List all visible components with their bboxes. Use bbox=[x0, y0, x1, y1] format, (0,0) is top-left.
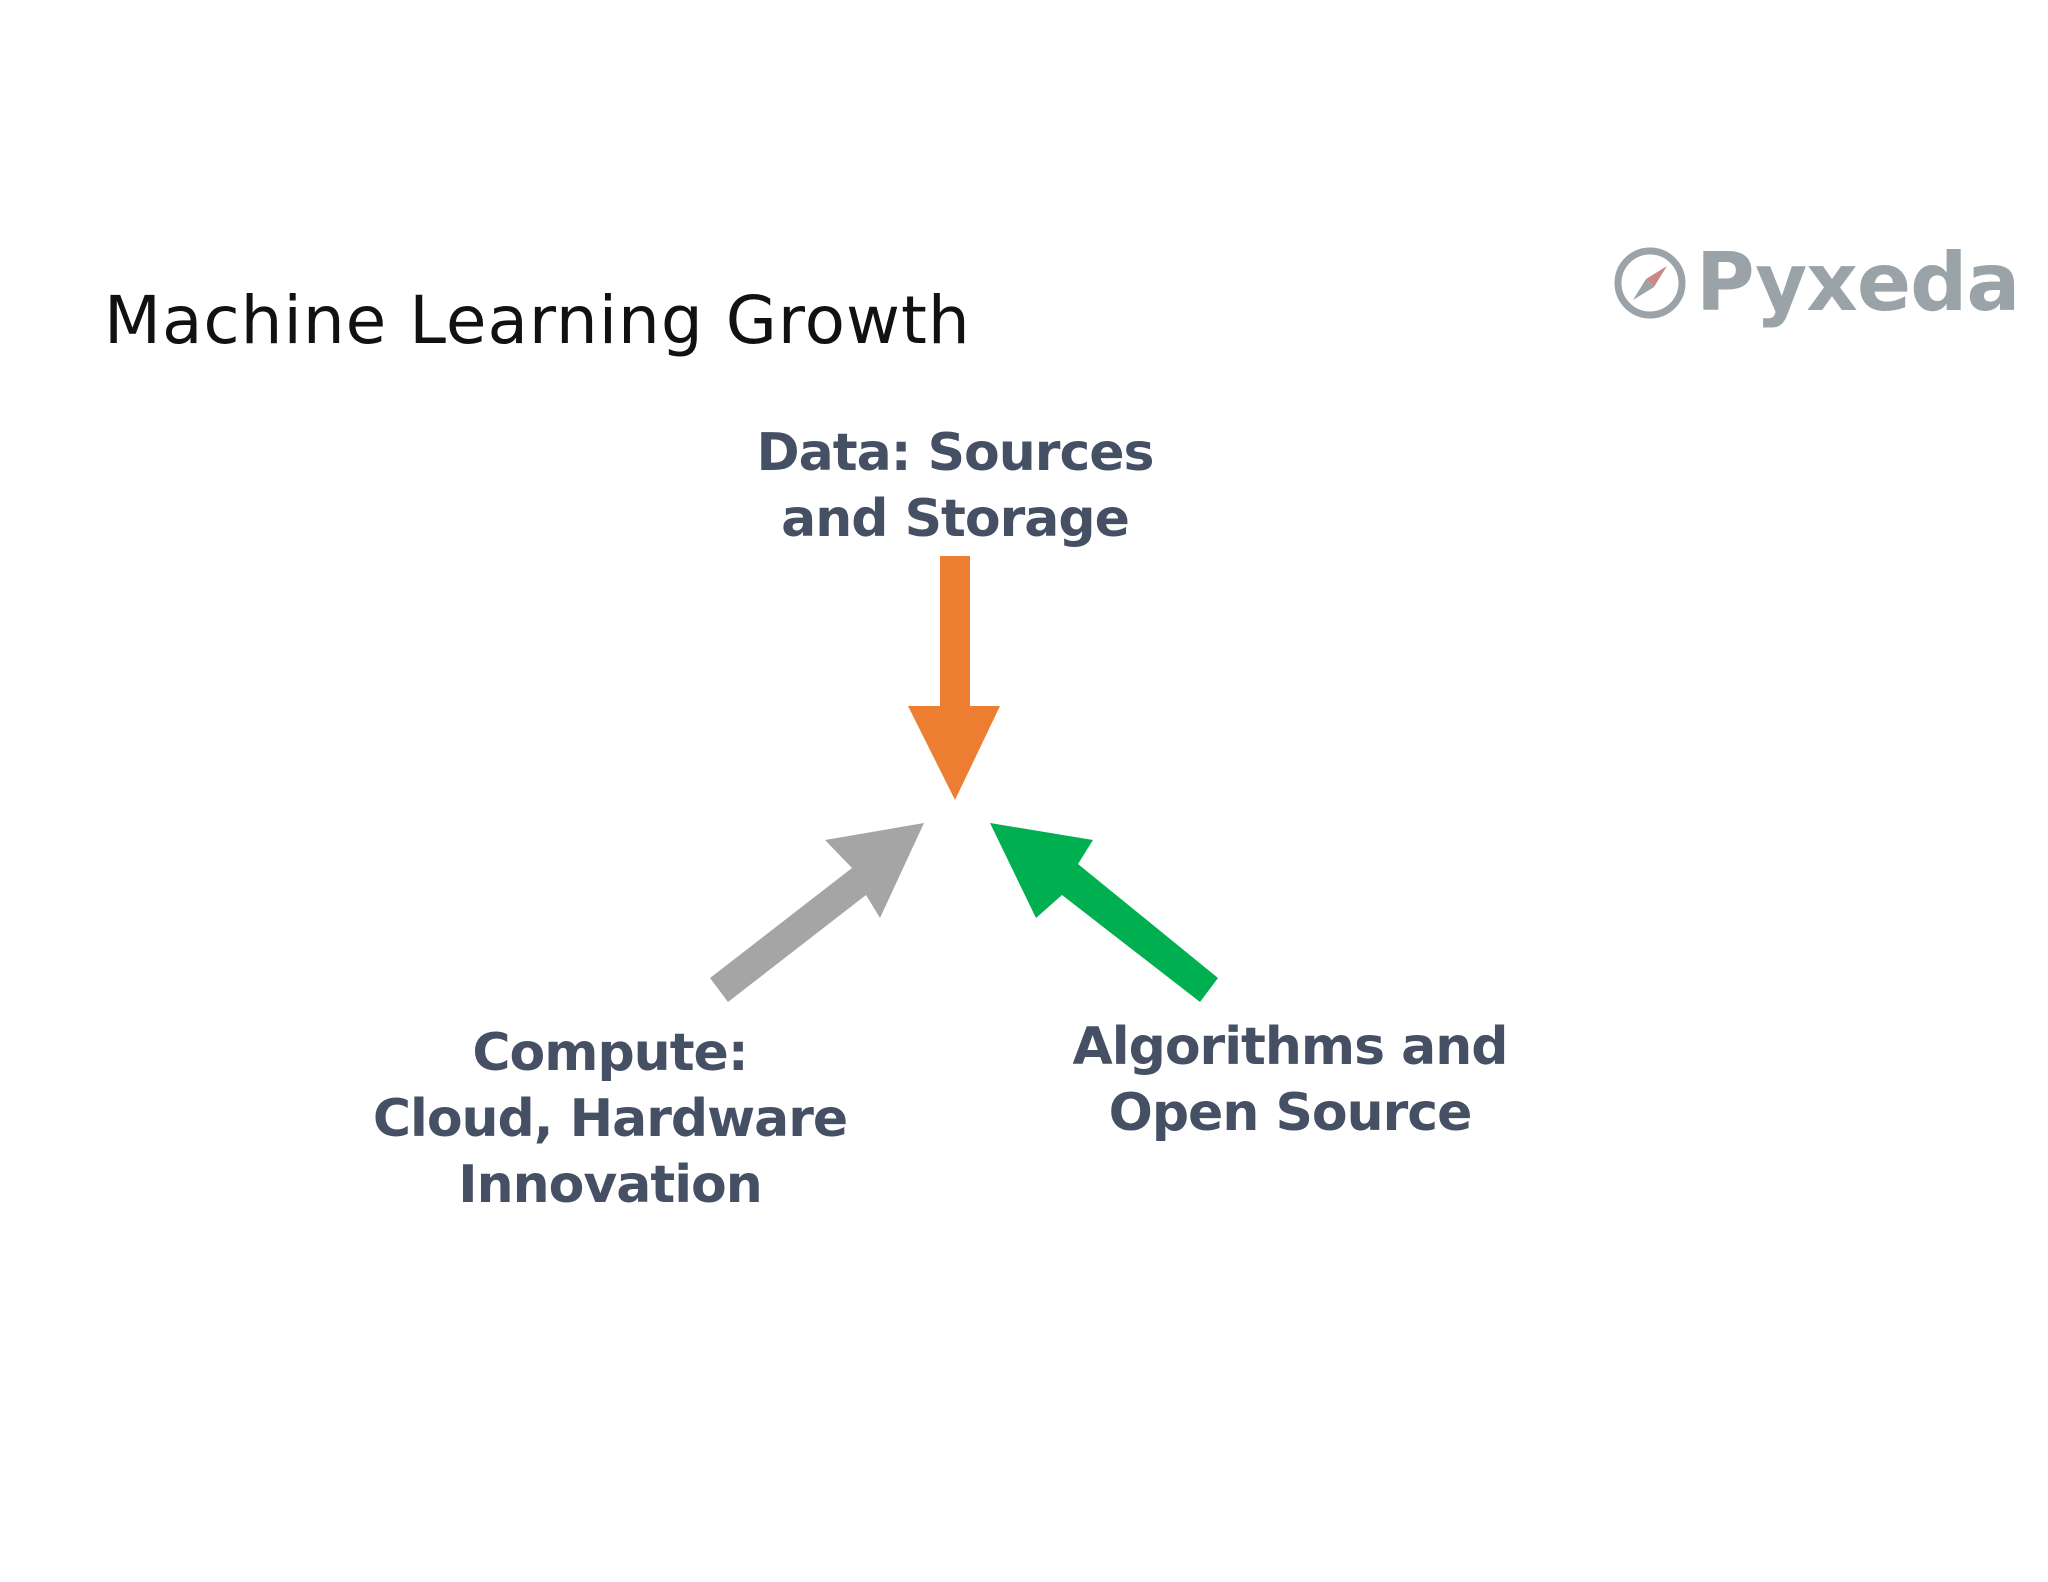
compass-icon bbox=[1614, 247, 1686, 319]
compute-label-line-3: Innovation bbox=[458, 1155, 763, 1215]
pyxeda-logo: Pyxeda bbox=[1612, 236, 2020, 329]
compute-label-line-2: Cloud, Hardware bbox=[372, 1089, 848, 1149]
slide-title: Machine Learning Growth bbox=[104, 282, 971, 359]
compute-label: Compute: Cloud, Hardware Innovation bbox=[360, 1020, 860, 1218]
algorithms-arrow bbox=[990, 823, 1218, 1002]
algorithms-label-line-1: Algorithms and bbox=[1072, 1017, 1509, 1077]
compute-arrow bbox=[710, 823, 924, 1002]
data-arrow bbox=[908, 556, 1000, 800]
logo-text: Pyxeda bbox=[1696, 236, 2020, 329]
compute-label-line-1: Compute: bbox=[472, 1023, 748, 1083]
algorithms-label: Algorithms and Open Source bbox=[1040, 1014, 1540, 1146]
algorithms-label-line-2: Open Source bbox=[1108, 1083, 1473, 1143]
data-label-line-1: Data: Sources bbox=[756, 423, 1155, 483]
data-sources-label: Data: Sources and Storage bbox=[720, 420, 1190, 552]
data-label-line-2: and Storage bbox=[781, 489, 1130, 549]
